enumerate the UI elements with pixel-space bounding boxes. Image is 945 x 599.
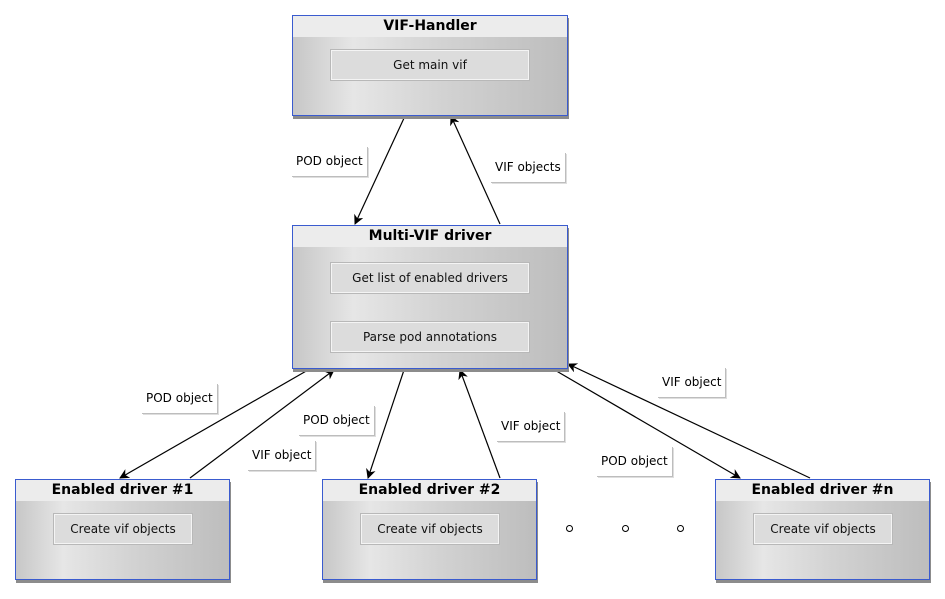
label-multi-to-handler: VIF objects (491, 153, 566, 183)
edge-dn-to-multi (567, 363, 811, 479)
enabled-driver-n-title: Enabled driver #n (716, 480, 929, 501)
label-multi-to-d2: POD object (299, 406, 375, 436)
edge-multi-to-d2 (366, 369, 405, 479)
enabled-driver-1-title: Enabled driver #1 (16, 480, 229, 501)
label-dn-to-multi: VIF object (658, 368, 727, 398)
driver-2-create-vif-action[interactable]: Create vif objects (360, 513, 500, 545)
edge-d2-to-multi (458, 369, 501, 479)
label-multi-to-d1: POD object (142, 384, 218, 414)
edge-d1-to-multi (189, 369, 335, 479)
enabled-driver-2-node[interactable]: Enabled driver #2 Create vif objects (322, 479, 537, 580)
vif-handler-title: VIF-Handler (293, 16, 567, 37)
multi-vif-driver-node[interactable]: Multi-VIF driver Get list of enabled dri… (292, 225, 568, 369)
enabled-driver-n-node[interactable]: Enabled driver #n Create vif objects (715, 479, 930, 580)
edge-handler-to-multi (354, 115, 406, 225)
label-handler-to-multi: POD object (292, 147, 368, 177)
enabled-driver-2-title: Enabled driver #2 (323, 480, 536, 501)
driver-n-create-vif-action[interactable]: Create vif objects (753, 513, 893, 545)
multi-vif-driver-title: Multi-VIF driver (293, 226, 567, 247)
ellipsis-dot-3 (677, 525, 684, 532)
get-enabled-drivers-action[interactable]: Get list of enabled drivers (330, 262, 530, 294)
get-main-vif-action[interactable]: Get main vif (330, 49, 530, 81)
edge-multi-to-dn (552, 368, 741, 479)
edge-multi-to-d1 (119, 369, 309, 479)
label-d1-to-multi: VIF object (248, 441, 317, 471)
edge-multi-to-handler (450, 115, 501, 225)
label-multi-to-dn: POD object (597, 447, 673, 477)
label-d2-to-multi: VIF object (497, 412, 566, 442)
ellipsis-dot-1 (566, 525, 573, 532)
ellipsis-dot-2 (622, 525, 629, 532)
vif-handler-node[interactable]: VIF-Handler Get main vif (292, 15, 568, 116)
parse-pod-annotations-action[interactable]: Parse pod annotations (330, 321, 530, 353)
enabled-driver-1-node[interactable]: Enabled driver #1 Create vif objects (15, 479, 230, 580)
driver-1-create-vif-action[interactable]: Create vif objects (53, 513, 193, 545)
